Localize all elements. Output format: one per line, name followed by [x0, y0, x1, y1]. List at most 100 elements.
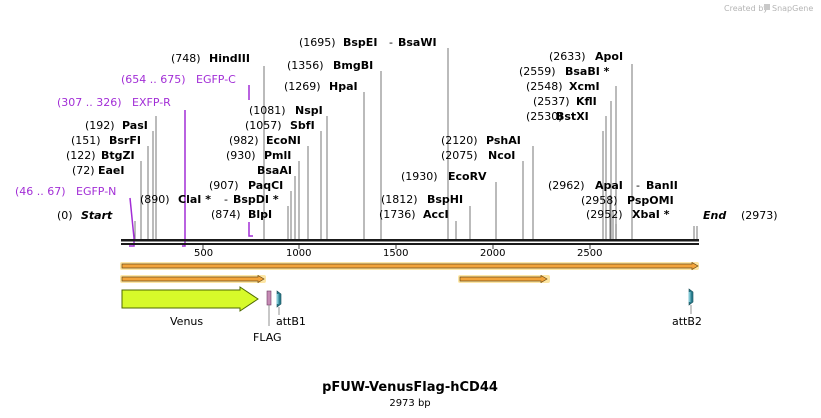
site-pos-eaei: (72)	[72, 164, 95, 177]
site-name-ncoi: NcoI	[488, 149, 515, 162]
site-pos-bmgbi: (1356)	[287, 59, 324, 72]
map-title: pFUW-VenusFlag-hCD44	[322, 380, 498, 395]
site-name-bstxi: BstXI	[556, 110, 589, 123]
end-pos: (2973)	[741, 209, 778, 222]
ruler-label-1500: 1500	[383, 248, 408, 259]
site-name-bspei: BspEI	[343, 36, 377, 49]
site-pos-bspei: (1695)	[299, 36, 336, 49]
site-pos-clai: (890)	[140, 193, 170, 206]
credit-brand: SnapGene	[772, 4, 813, 13]
sequence-backbone	[121, 239, 699, 245]
end-name: End	[703, 209, 726, 222]
primer-label-exfp-r-pos: (307 .. 326)	[57, 96, 122, 109]
site-pos-hpai: (1269)	[284, 80, 321, 93]
site-name-clai: ClaI *	[178, 193, 211, 206]
site-pos-btgzi: (122)	[66, 149, 96, 162]
snapgene-logo-icon	[764, 4, 770, 10]
site-labels-mid-right: (1736) AccI (1812) BspHI (1930) EcoRV (2…	[379, 134, 521, 221]
backbone-top-strand	[121, 239, 699, 242]
site-name-pmli: PmlI	[264, 149, 291, 162]
site-name-pshai: PshAI	[486, 134, 521, 147]
site-leader-lines	[134, 48, 698, 240]
primer-labels: (46 .. 67) EGFP-N (307 .. 326) EXFP-R (6…	[15, 73, 236, 198]
site-name-xbai: XbaI *	[632, 208, 670, 221]
site-dash-clai: -	[224, 193, 228, 206]
snapgene-credit: Created by SnapGene	[724, 4, 813, 13]
start-name: Start	[81, 209, 113, 222]
site-pos-bsrfi: (151)	[71, 134, 101, 147]
site-dash-bspei: -	[389, 36, 393, 49]
site-pos-apai: (2962)	[548, 179, 585, 192]
site-pos-pspomi: (2958)	[581, 194, 618, 207]
attb1-label: attB1	[276, 315, 306, 328]
site-name-pasi: PasI	[122, 119, 148, 132]
site-name-bsphi: BspHI	[427, 193, 463, 206]
feature-track: Venus FLAG attB1 attB2	[121, 286, 702, 344]
backbone-bottom-strand	[121, 243, 699, 245]
site-pos-bsabi: (2559)	[519, 65, 556, 78]
primer-mark-egfp-c	[248, 85, 253, 237]
site-pos-pasi: (192)	[85, 119, 115, 132]
site-labels-left: (72) EaeI (122) BtgZI (151) BsrFI (192) …	[66, 119, 148, 177]
ruler: 500 1000 1500 2000 2500	[194, 245, 602, 259]
site-pos-bsphi: (1812)	[381, 193, 418, 206]
map-length: 2973 bp	[389, 398, 430, 409]
primer-marks	[129, 85, 253, 247]
end-label: End (2973)	[703, 209, 778, 222]
site-labels-right: (2530) BstXI (2537) KflI (2548) XcmI (25…	[519, 50, 678, 221]
orf-arrow-mid	[459, 274, 548, 284]
site-pos-xbai: (2952)	[586, 208, 623, 221]
site-name-econi: EcoNI	[266, 134, 301, 147]
credit-prefix: Created by	[724, 4, 768, 13]
site-name-hpai: HpaI	[329, 80, 358, 93]
ruler-label-500: 500	[194, 248, 213, 259]
orf-arrow-left	[121, 274, 265, 284]
site-pos-nspi: (1081)	[249, 104, 286, 117]
venus-feature-arrow	[121, 286, 259, 312]
site-name-bsrfi: BsrFI	[109, 134, 141, 147]
site-pos-pshai: (2120)	[441, 134, 478, 147]
site-name-sbfi: SbfI	[290, 119, 315, 132]
site-pos-kfli: (2537)	[533, 95, 570, 108]
site-name-apai: ApaI	[595, 179, 623, 192]
orf-arrow-full	[121, 261, 699, 271]
site-pos-hindiii: (748)	[171, 52, 201, 65]
attb2-highlight	[688, 292, 691, 302]
site-pos-ncoi: (2075)	[441, 149, 478, 162]
site-name-paqci: PaqCI	[248, 179, 283, 192]
site-name-bmgbi: BmgBI	[333, 59, 373, 72]
site-pos-pmli: (930)	[226, 149, 256, 162]
primer-label-egfp-n-pos: (46 .. 67)	[15, 185, 66, 198]
site-name-ecorv: EcoRV	[448, 170, 487, 183]
site-pos-econi: (982)	[229, 134, 259, 147]
site-name-bsabi: BsaBI *	[565, 65, 610, 78]
primer-mark-exfp-r	[182, 110, 186, 247]
site-name-pspomi: PspOMI	[627, 194, 674, 207]
site-pos-blpi: (874)	[211, 208, 241, 221]
orf-track	[120, 261, 699, 284]
start-pos: (0)	[57, 209, 73, 222]
site-pos-paqci: (907)	[209, 179, 239, 192]
primer-label-exfp-r: EXFP-R	[132, 96, 171, 109]
site-pos-sbfi: (1057)	[245, 119, 282, 132]
flag-feature-box	[266, 290, 272, 306]
ruler-label-1000: 1000	[286, 248, 311, 259]
attb1-highlight	[276, 294, 279, 304]
site-pos-acci: (1736)	[379, 208, 416, 221]
site-name-nspi: NspI	[295, 104, 323, 117]
site-name-bspdi: BspDI *	[233, 193, 279, 206]
site-labels-mid-left: (748) HindIII (874) BlpI (890) ClaI * - …	[140, 36, 437, 221]
site-name-acci: AccI	[423, 208, 449, 221]
site-pos-apoi: (2633)	[549, 50, 586, 63]
site-name-eaei: EaeI	[98, 164, 125, 177]
start-label: (0) Start	[57, 209, 113, 222]
site-name-banii: BanII	[646, 179, 678, 192]
site-name-bsawi: BsaWI	[398, 36, 437, 49]
venus-label: Venus	[170, 315, 203, 328]
primer-label-egfp-n: EGFP-N	[76, 185, 116, 198]
attb2-label: attB2	[672, 315, 702, 328]
site-pos-ecorv: (1930)	[401, 170, 438, 183]
site-name-xcmi: XcmI	[569, 80, 600, 93]
primer-label-egfp-c: EGFP-C	[196, 73, 236, 86]
